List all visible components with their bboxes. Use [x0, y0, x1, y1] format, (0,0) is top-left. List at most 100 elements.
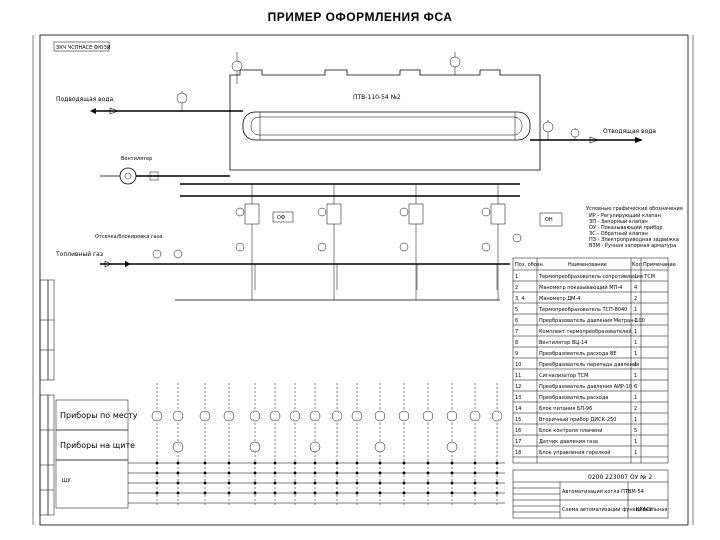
- top-stamp-box: [53, 41, 110, 52]
- panel-bubble: [446, 441, 458, 453]
- burner-3: [399, 184, 424, 300]
- row-panel-label: Приборы на щите: [60, 441, 135, 450]
- connection-dot: [335, 471, 339, 475]
- connection-dot: [495, 481, 499, 485]
- connection-dot: [176, 461, 180, 465]
- spec-cell: 6: [634, 384, 637, 390]
- connection-dot: [203, 481, 207, 485]
- spec-cell: 3, 4: [515, 296, 525, 302]
- spec-cell: 1: [634, 439, 637, 445]
- connection-dot: [273, 481, 277, 485]
- connection-dot: [155, 461, 159, 465]
- inlet-water-label: Подводящая вода: [56, 96, 113, 103]
- connection-dot: [203, 491, 207, 495]
- spec-header-qty: Кол: [632, 262, 642, 268]
- spec-cell: Манометр ДМ-4: [539, 296, 580, 302]
- fuel-gas-label: Топливный газ: [55, 251, 103, 258]
- connection-dot: [176, 491, 180, 495]
- connection-dot: [426, 461, 430, 465]
- instrument-bubble: [491, 410, 503, 422]
- legend-item: ПЗ - Электроприводная задвижка: [589, 237, 679, 243]
- connection-dot: [293, 461, 297, 465]
- connection-dot: [203, 461, 207, 465]
- connection-dot: [227, 491, 231, 495]
- spec-cell: 2: [634, 296, 637, 302]
- connection-dot: [355, 481, 359, 485]
- connection-dot: [426, 471, 430, 475]
- of-box: [272, 211, 294, 223]
- spec-cell: Манометр показывающий МП-4: [539, 284, 622, 291]
- legend-item: ЗС - Обратный клапан: [589, 230, 648, 237]
- spec-cell: 6: [515, 318, 518, 324]
- instrument-bubble: [151, 410, 163, 422]
- connection-dot: [313, 491, 317, 495]
- connection-dot: [253, 471, 257, 475]
- connection-dot: [155, 471, 159, 475]
- spec-cell: 7: [515, 329, 518, 335]
- connection-dot: [313, 461, 317, 465]
- spec-cell: 1: [515, 274, 518, 280]
- spec-cell: 12: [515, 384, 521, 390]
- spec-cell: 1: [634, 362, 637, 368]
- oh-label: ОН: [545, 217, 553, 223]
- stamp-sheet-name: Схема автоматизации функциональная: [562, 507, 667, 513]
- spec-cell: 1: [634, 318, 637, 324]
- boiler-label: ПТВ-110-54 №2: [353, 94, 401, 101]
- connection-dot: [155, 481, 159, 485]
- page-title: ПРИМЕР ОФОРМЛЕНИЯ ФСА: [267, 10, 453, 24]
- spec-cell: Блок питания БП-96: [539, 406, 592, 412]
- connection-dot: [355, 491, 359, 495]
- instrument-bubble: [269, 410, 281, 422]
- spec-cell: 1: [634, 373, 637, 379]
- spec-cell: Преобразователь расхода ВЕ: [539, 351, 617, 357]
- spec-cell: 4: [634, 285, 637, 291]
- connection-dot: [473, 461, 477, 465]
- row-local-label: Приборы по месту: [60, 411, 138, 420]
- spec-header-pos: Поз. обозн.: [515, 262, 545, 268]
- of-label: ОФ: [277, 215, 286, 221]
- spec-cell: Комплект термопреобразователей: [539, 328, 632, 335]
- connection-dot: [402, 461, 406, 465]
- connection-dot: [155, 491, 159, 495]
- spec-cell: Термопреобразователь ТСП-8040: [538, 307, 627, 313]
- oh-box: [539, 212, 563, 227]
- stamp-code: 0200 223007 ОУ № 2: [588, 474, 652, 481]
- spec-cell: Вторичный прибор ДИСК-250: [539, 416, 616, 423]
- spec-cell: 1: [634, 329, 637, 335]
- spec-cell: 11: [515, 373, 521, 379]
- spec-cell: 18: [515, 450, 521, 456]
- spec-cell: Датчик давления газа: [539, 439, 598, 445]
- fan-label: Вентилятор: [121, 156, 152, 162]
- spec-cell: 5: [515, 307, 518, 313]
- burner-4: [481, 184, 506, 300]
- spec-cell: 10: [515, 362, 521, 368]
- connection-dot: [293, 471, 297, 475]
- gas-lines: [100, 260, 510, 301]
- panel-bubble: [309, 441, 321, 453]
- title-block: [512, 469, 669, 519]
- spec-cell: 1: [634, 417, 637, 423]
- connection-dot: [335, 491, 339, 495]
- instrument-bubble: [351, 410, 363, 422]
- connection-dot: [473, 491, 477, 495]
- connection-dot: [203, 471, 207, 475]
- burner-1: [235, 184, 260, 300]
- connection-dot: [450, 471, 454, 475]
- connection-dot: [355, 461, 359, 465]
- gas-instruments: [152, 233, 522, 259]
- panel-bubble: [374, 441, 386, 453]
- connection-dot: [378, 481, 382, 485]
- spec-cell: 1: [634, 307, 637, 313]
- connection-dot: [495, 461, 499, 465]
- connection-dot: [450, 481, 454, 485]
- top-instruments: [176, 52, 580, 140]
- instrument-bubble: [469, 410, 481, 422]
- spec-cell: 16: [515, 428, 521, 434]
- connection-dot: [273, 461, 277, 465]
- instrument-bubble: [398, 410, 410, 422]
- spec-cell: 2: [634, 406, 637, 412]
- instrument-rows: [55, 399, 505, 509]
- instrument-bubble: [374, 410, 386, 422]
- burner-units: [235, 184, 506, 300]
